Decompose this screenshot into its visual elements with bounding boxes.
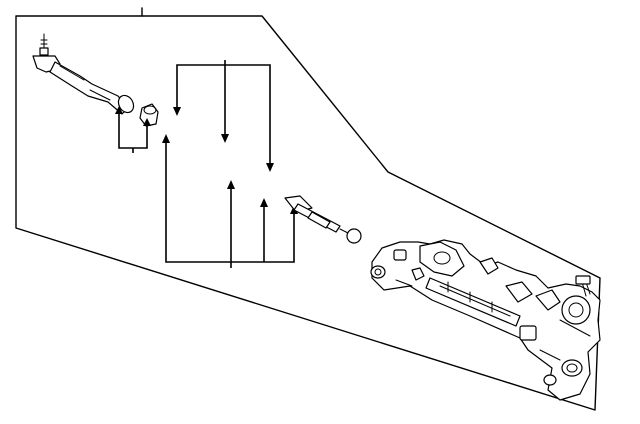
steering-rack-assembly[interactable] <box>370 239 601 401</box>
panel-outline <box>15 7 601 411</box>
jam-nut[interactable] <box>139 103 159 127</box>
leader-lower-bracket <box>162 134 298 268</box>
leader-tie-rod-end <box>115 106 151 153</box>
inner-tie-rod[interactable] <box>284 195 362 244</box>
leader-upper-bracket <box>173 60 274 172</box>
outer-tie-rod-end[interactable] <box>32 33 137 115</box>
